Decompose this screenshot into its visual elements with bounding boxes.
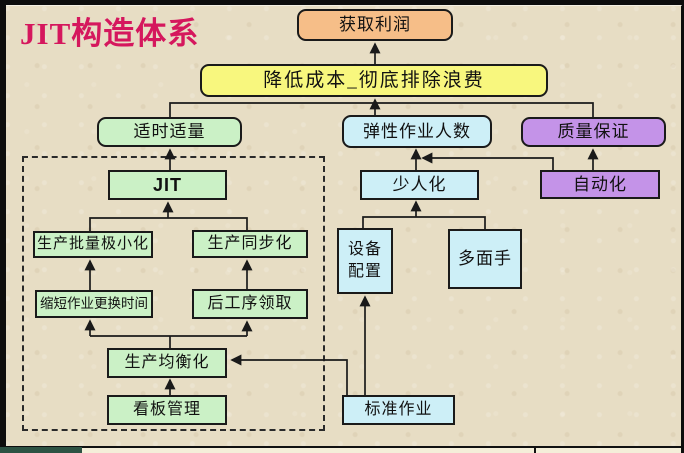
node-jit: JIT [108, 170, 227, 200]
node-kanban: 看板管理 [107, 395, 227, 425]
node-shojinka: 少人化 [360, 170, 479, 200]
node-flexible: 弹性作业人数 [342, 115, 492, 148]
node-sync: 生产同步化 [192, 230, 308, 258]
node-changeover: 缩短作业更换时间 [35, 290, 153, 318]
footer-tick-mark [534, 447, 536, 453]
footer-band [82, 448, 684, 453]
node-equipment-line2: 配置 [347, 263, 382, 280]
node-cost: 降低成本_彻底排除浪费 [200, 64, 548, 97]
node-batch: 生产批量极小化 [33, 231, 153, 258]
frame-inner-highlight [6, 5, 682, 6]
node-multiskill: 多面手 [448, 229, 522, 289]
diagram-title: JIT构造体系 [20, 16, 200, 51]
node-timely: 适时适量 [97, 117, 242, 147]
node-jidoka: 自动化 [540, 170, 660, 199]
node-equipment: 设备 配置 [337, 228, 393, 294]
footer-green-block [0, 446, 82, 453]
node-equipment-line1: 设备 [347, 241, 382, 259]
arrow-jidoka-to-flexible [421, 152, 554, 170]
node-standard: 标准作业 [342, 395, 455, 425]
node-leveling: 生产均衡化 [107, 348, 227, 378]
footer-divider-line [82, 446, 684, 448]
node-pull: 后工序领取 [192, 289, 308, 319]
node-quality: 质量保证 [521, 117, 666, 147]
frame-left-border [0, 0, 6, 447]
node-profit: 获取利润 [297, 9, 453, 41]
frame-right-border [681, 0, 684, 453]
frame-top-border [0, 0, 684, 5]
